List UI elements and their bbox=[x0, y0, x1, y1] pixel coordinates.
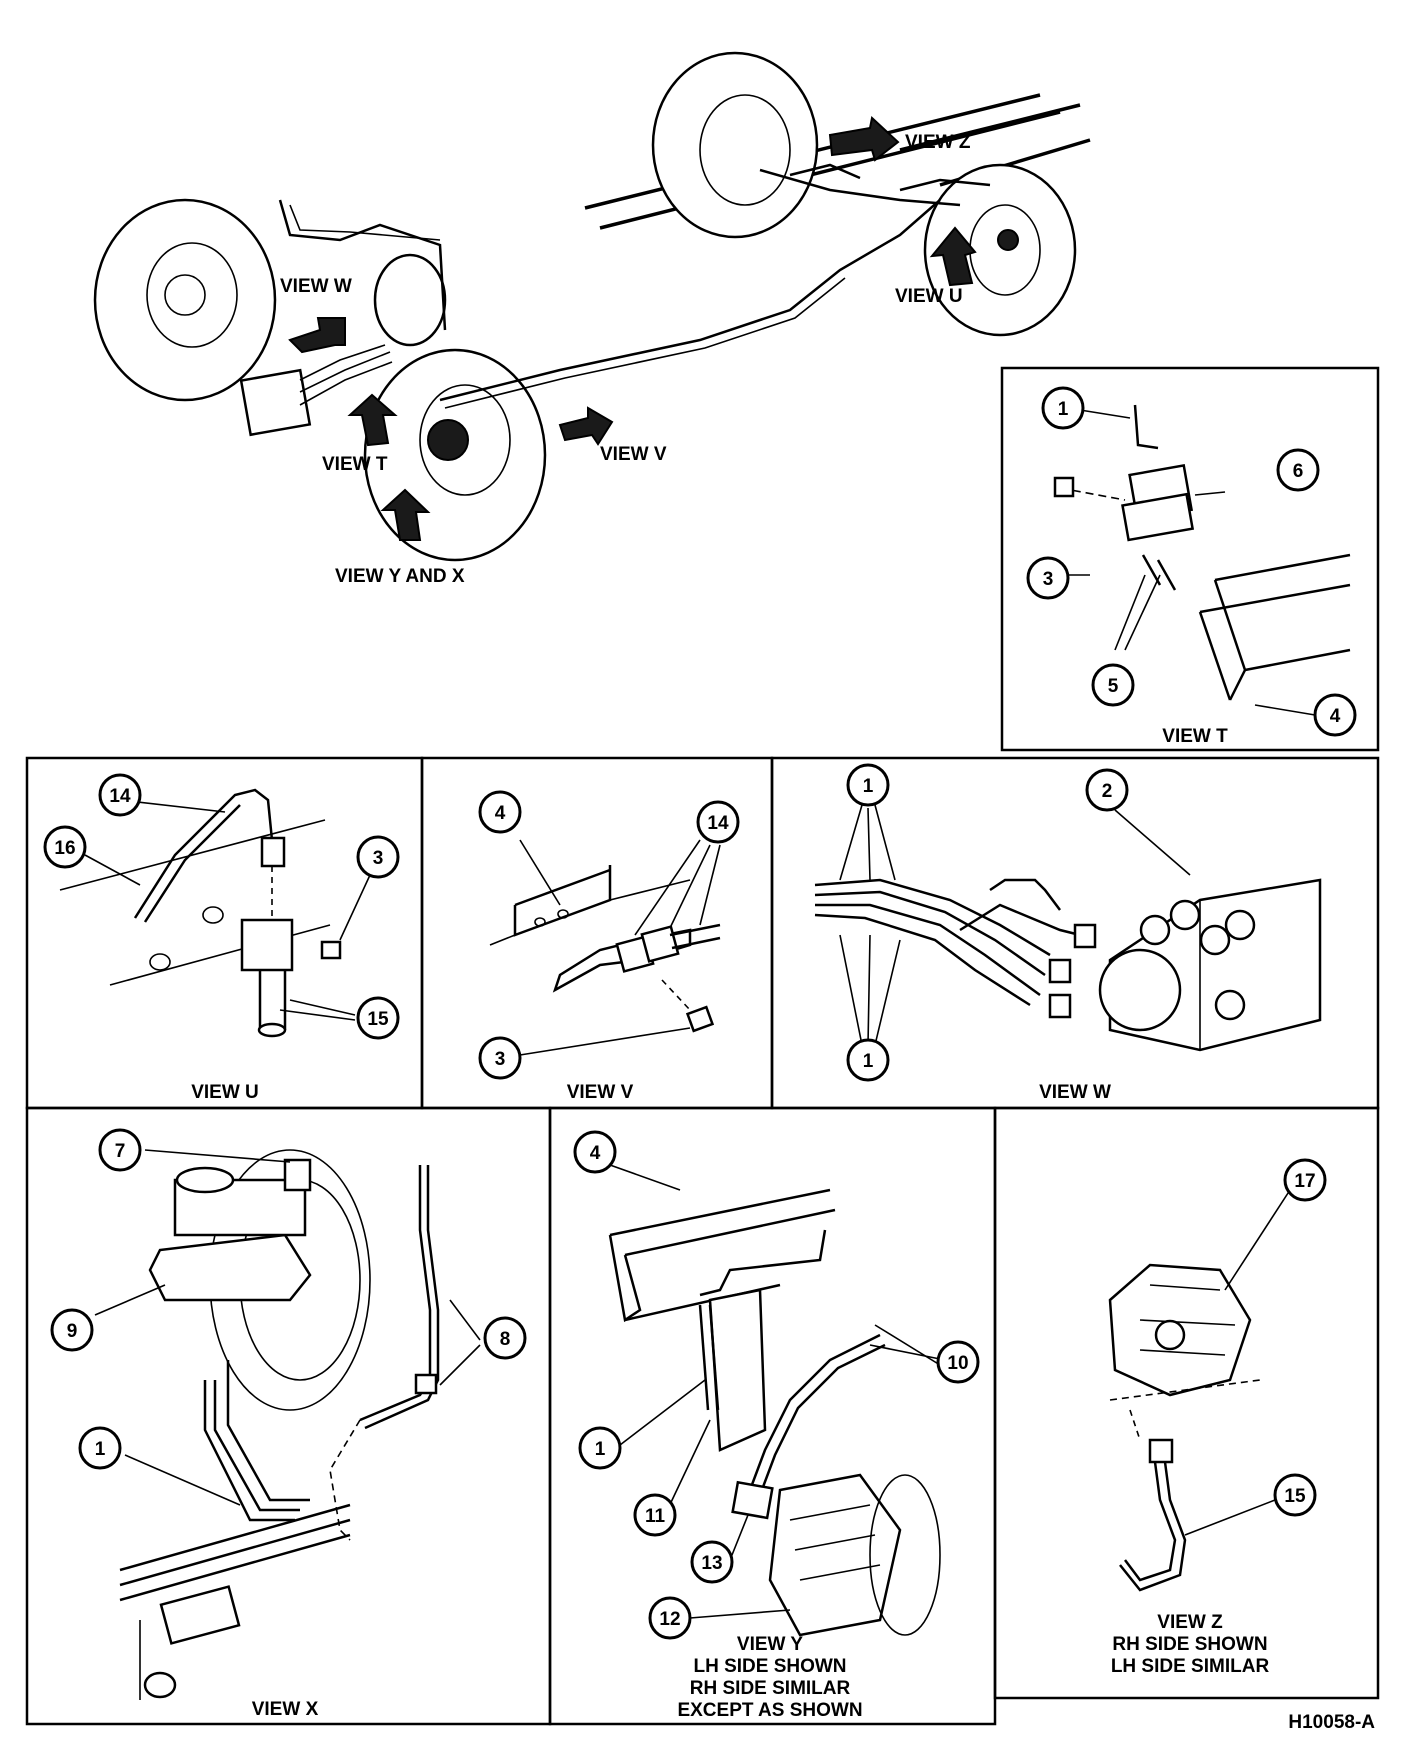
callout-8 bbox=[483, 1316, 527, 1360]
panel-view-u: 14 16 3 15 VIEW U bbox=[25, 756, 424, 1110]
svg-text:3: 3 bbox=[495, 1049, 506, 1070]
svg-text:1: 1 bbox=[1058, 399, 1069, 420]
panel-view-w: 1 2 1 VIEW W bbox=[770, 756, 1380, 1110]
arrow-view-z bbox=[828, 116, 900, 162]
svg-text:10: 10 bbox=[947, 1353, 968, 1374]
svg-text:4: 4 bbox=[590, 1143, 601, 1164]
callout-1 bbox=[78, 1426, 122, 1470]
title-view-w: VIEW W bbox=[1039, 1082, 1111, 1103]
arrow-view-u bbox=[929, 226, 977, 287]
svg-text:15: 15 bbox=[367, 1009, 389, 1030]
title-view-z-line2: RH SIDE SHOWN bbox=[1112, 1634, 1267, 1655]
svg-text:6: 6 bbox=[1293, 461, 1304, 482]
svg-text:17: 17 bbox=[1294, 1171, 1315, 1192]
svg-text:13: 13 bbox=[701, 1553, 722, 1574]
callout-14 bbox=[696, 800, 740, 844]
title-view-u: VIEW U bbox=[191, 1082, 259, 1103]
callout-4 bbox=[1313, 693, 1357, 737]
svg-text:11: 11 bbox=[645, 1506, 666, 1527]
callout-10 bbox=[936, 1340, 980, 1384]
vehicle-overview: VIEW Z VIEW W VIEW U VIEW T VIEW V VIEW … bbox=[93, 51, 1091, 587]
callout-12 bbox=[648, 1596, 692, 1640]
title-view-y-line2: LH SIDE SHOWN bbox=[693, 1656, 846, 1677]
svg-text:4: 4 bbox=[495, 803, 506, 824]
callout-15 bbox=[1273, 1473, 1317, 1517]
callout-1 bbox=[846, 1038, 890, 1082]
title-view-z-line3: LH SIDE SIMILAR bbox=[1111, 1656, 1270, 1677]
callout-4 bbox=[573, 1130, 617, 1174]
arrow-view-v bbox=[558, 406, 614, 446]
label-view-z: VIEW Z bbox=[905, 132, 971, 153]
svg-text:3: 3 bbox=[1043, 569, 1054, 590]
label-view-w: VIEW W bbox=[280, 276, 352, 297]
svg-text:4: 4 bbox=[1330, 706, 1341, 727]
label-view-v: VIEW V bbox=[600, 444, 667, 465]
svg-text:5: 5 bbox=[1108, 676, 1119, 697]
callout-3 bbox=[1026, 556, 1070, 600]
title-view-z-line1: VIEW Z bbox=[1157, 1612, 1223, 1633]
svg-text:3: 3 bbox=[373, 848, 384, 869]
callout-16 bbox=[43, 825, 87, 869]
callout-7 bbox=[98, 1128, 142, 1172]
callout-17 bbox=[1283, 1158, 1327, 1202]
title-view-v: VIEW V bbox=[567, 1082, 634, 1103]
callout-13 bbox=[690, 1540, 734, 1584]
label-view-t: VIEW T bbox=[322, 454, 388, 475]
svg-text:1: 1 bbox=[595, 1439, 606, 1460]
callout-3 bbox=[356, 835, 400, 879]
title-view-y-line4: EXCEPT AS SHOWN bbox=[677, 1700, 862, 1721]
svg-text:1: 1 bbox=[863, 1051, 874, 1072]
callout-14 bbox=[98, 773, 142, 817]
svg-text:8: 8 bbox=[500, 1329, 511, 1350]
panel-view-x: 7 9 8 1 VIEW X bbox=[25, 1106, 552, 1726]
panel-view-t: 1 6 3 5 4 VIEW T bbox=[1000, 366, 1380, 752]
callout-1 bbox=[578, 1426, 622, 1470]
arrow-view-w bbox=[288, 317, 346, 354]
title-view-t: VIEW T bbox=[1162, 726, 1228, 747]
svg-text:1: 1 bbox=[95, 1439, 106, 1460]
callout-5 bbox=[1091, 663, 1135, 707]
callout-11 bbox=[633, 1493, 677, 1537]
svg-text:2: 2 bbox=[1102, 781, 1113, 802]
panel-view-y: 4 10 1 11 13 12 VIEW Y LH SIDE SHOWN RH … bbox=[548, 1106, 997, 1726]
callout-9 bbox=[50, 1308, 94, 1352]
svg-text:12: 12 bbox=[659, 1609, 680, 1630]
label-view-u: VIEW U bbox=[895, 286, 963, 307]
figure-id: H10058-A bbox=[1288, 1712, 1375, 1733]
title-view-y-line1: VIEW Y bbox=[737, 1634, 803, 1655]
svg-text:9: 9 bbox=[67, 1321, 78, 1342]
callout-3 bbox=[478, 1036, 522, 1080]
callout-15 bbox=[356, 996, 400, 1040]
panel-view-z: 17 15 VIEW Z RH SIDE SHOWN LH SIDE SIMIL… bbox=[993, 1106, 1380, 1700]
callout-2 bbox=[1085, 768, 1129, 812]
svg-text:15: 15 bbox=[1284, 1486, 1306, 1507]
title-view-y-line3: RH SIDE SIMILAR bbox=[690, 1678, 851, 1699]
arrow-view-yx bbox=[380, 488, 431, 541]
title-view-x: VIEW X bbox=[252, 1699, 319, 1720]
svg-text:7: 7 bbox=[115, 1141, 126, 1162]
callout-1 bbox=[1041, 386, 1085, 430]
arrow-view-t bbox=[347, 393, 398, 447]
callout-1 bbox=[846, 763, 890, 807]
label-view-yx: VIEW Y AND X bbox=[335, 566, 465, 587]
svg-text:14: 14 bbox=[707, 813, 729, 834]
callout-6 bbox=[1276, 448, 1320, 492]
callout-4 bbox=[478, 790, 522, 834]
svg-text:1: 1 bbox=[863, 776, 874, 797]
svg-text:16: 16 bbox=[54, 838, 75, 859]
svg-text:14: 14 bbox=[109, 786, 131, 807]
panel-view-v: 4 14 3 VIEW V bbox=[420, 756, 774, 1110]
